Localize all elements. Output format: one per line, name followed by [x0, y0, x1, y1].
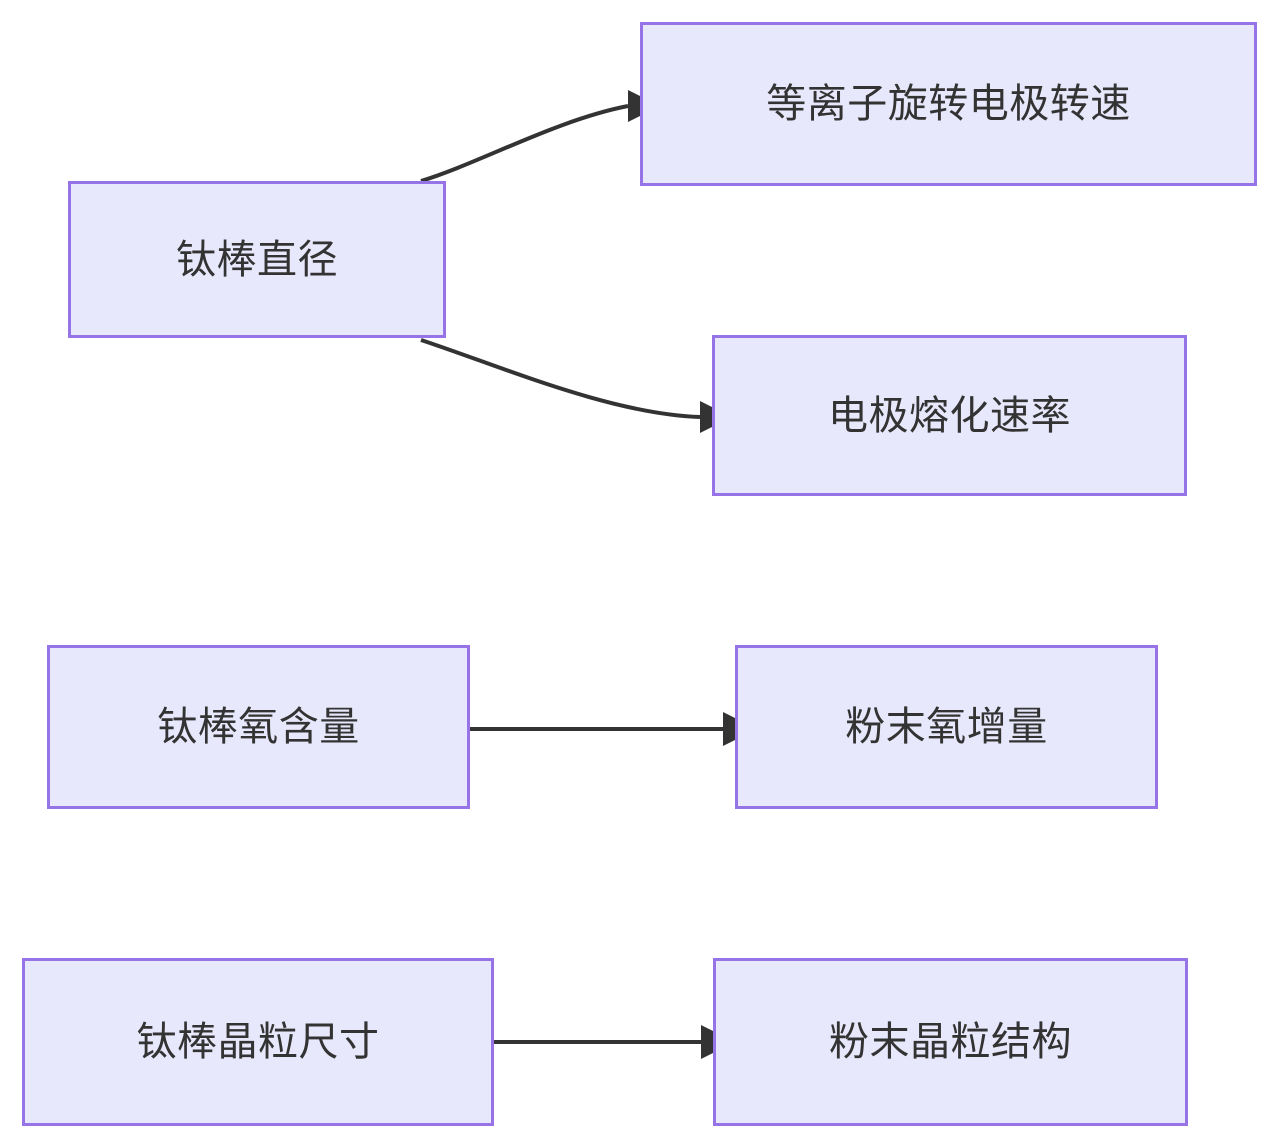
node-label: 粉末晶粒结构: [829, 1020, 1072, 1064]
node-label: 电极熔化速率: [828, 393, 1071, 438]
node-label: 粉末氧增量: [845, 705, 1048, 749]
edge-titanium-rod-diameter-to-electrode-melting-rate: [420, 338, 732, 433]
node-titanium-rod-oxygen-content[interactable]: 钛棒氧含量: [47, 645, 470, 809]
node-powder-grain-structure[interactable]: 粉末晶粒结构: [713, 958, 1188, 1126]
node-label: 钛棒直径: [176, 237, 338, 282]
node-titanium-rod-grain-size[interactable]: 钛棒晶粒尺寸: [22, 958, 494, 1126]
node-powder-oxygen-increase[interactable]: 粉末氧增量: [735, 645, 1158, 809]
node-label: 钛棒氧含量: [157, 705, 360, 749]
node-plasma-rotating-electrode-speed[interactable]: 等离子旋转电极转速: [640, 22, 1257, 186]
node-label: 钛棒晶粒尺寸: [136, 1020, 380, 1064]
edge-titanium-rod-grain-size-to-powder-grain-structure: [494, 1025, 735, 1059]
node-titanium-rod-diameter[interactable]: 钛棒直径: [68, 181, 446, 338]
node-electrode-melting-rate[interactable]: 电极熔化速率: [712, 335, 1187, 496]
node-label: 等离子旋转电极转速: [766, 82, 1131, 126]
edge-titanium-rod-diameter-to-plasma-rotating-electrode-speed: [420, 90, 660, 183]
edge-titanium-rod-oxygen-content-to-powder-oxygen-increase: [470, 712, 757, 746]
